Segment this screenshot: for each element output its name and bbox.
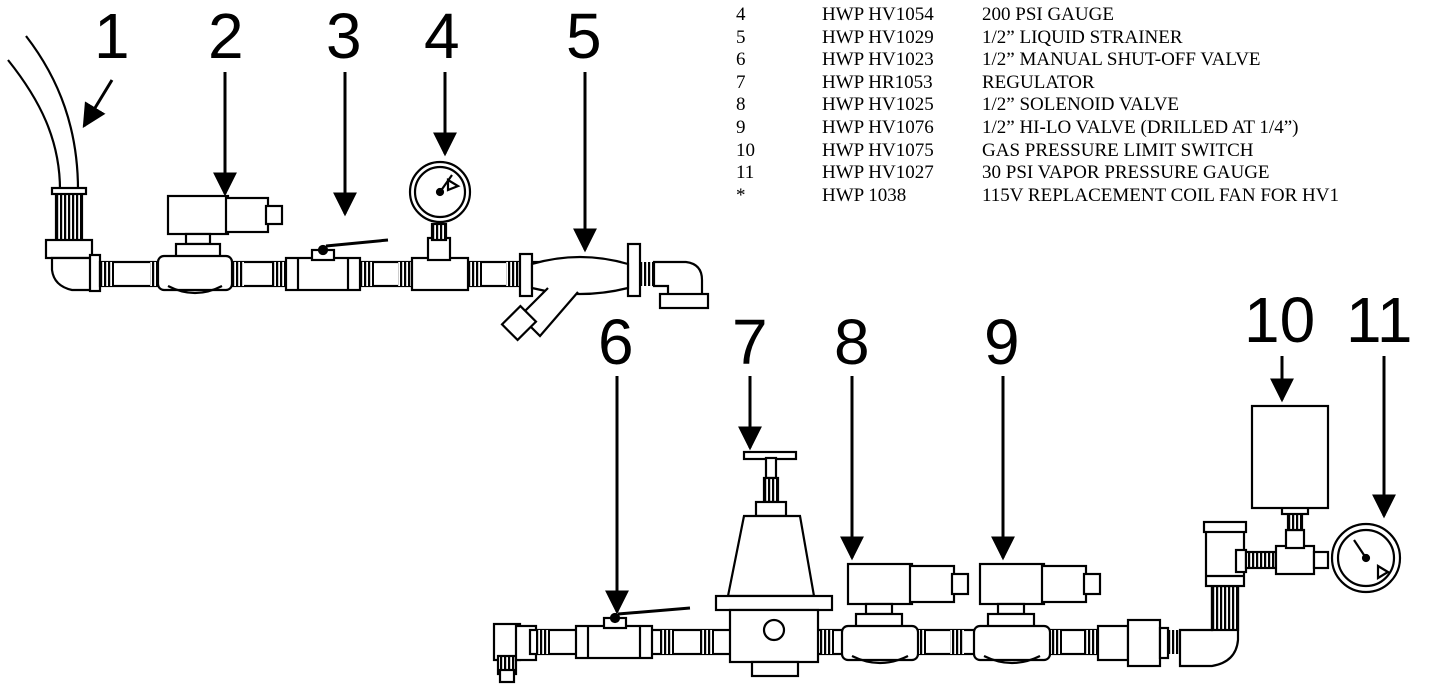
part-number: 10 — [736, 139, 755, 161]
gauge-11 — [1312, 522, 1402, 594]
part-code: HWP HV1029 — [822, 26, 934, 48]
part-number: 5 — [736, 26, 746, 48]
callout-3: 3 — [326, 0, 362, 72]
callout-2: 2 — [208, 0, 244, 72]
hose — [7, 35, 88, 244]
gauge-top — [408, 160, 472, 292]
part-description: 1/2” MANUAL SHUT-OFF VALVE — [982, 49, 1261, 71]
ball-valve-bottom — [574, 606, 691, 660]
part-number: 8 — [736, 94, 746, 116]
part-code: HWP HV1054 — [822, 4, 934, 25]
parts-row: 7 HWP HR1053 REGULATOR — [736, 72, 1339, 95]
part-number: 4 — [736, 4, 746, 25]
part-description: 115V REPLACEMENT COIL FAN FOR HV1 — [982, 184, 1339, 206]
callout-10: 10 — [1244, 284, 1316, 356]
callout-7: 7 — [732, 306, 768, 378]
part-description: 200 PSI GAUGE — [982, 4, 1114, 25]
part-code: HWP HV1027 — [822, 162, 934, 184]
parts-list: 4 HWP HV1054 200 PSI GAUGE 5 HWP HV1029 1/2” … — [736, 4, 1339, 207]
callout-11: 11 — [1346, 284, 1413, 356]
callout-8: 8 — [834, 306, 870, 378]
part-code: HWP HR1053 — [822, 71, 933, 93]
part-description: 1/2” LIQUID STRAINER — [982, 26, 1183, 48]
union-fitting — [1096, 618, 1170, 668]
callout-6: 6 — [598, 306, 634, 378]
part-description: 1/2” HI-LO VALVE (DRILLED AT 1/4”) — [982, 116, 1299, 138]
part-code: HWP HV1023 — [822, 49, 934, 71]
part-number: 6 — [736, 49, 746, 71]
part-number: 9 — [736, 116, 746, 138]
parts-row: 9 HWP HV1076 1/2” HI-LO VALVE (DRILLED AT … — [736, 117, 1339, 140]
parts-row: 6 HWP HV1023 1/2” MANUAL SHUT-OFF VALVE — [736, 49, 1339, 72]
elbow-fitting — [44, 238, 102, 293]
solenoid-valve-top — [156, 194, 284, 295]
part-code: HWP HV1076 — [822, 116, 934, 138]
part-description: REGULATOR — [982, 71, 1095, 93]
callout-9: 9 — [984, 306, 1020, 378]
part-description: 30 PSI VAPOR PRESSURE GAUGE — [982, 162, 1270, 184]
limit-switch-10 — [1234, 404, 1330, 576]
ball-valve-top — [284, 238, 389, 292]
parts-row: 10 HWP HV1075 GAS PRESSURE LIMIT SWITCH — [736, 140, 1339, 163]
part-code: HWP 1038 — [822, 184, 907, 206]
part-code: HWP HV1025 — [822, 94, 934, 116]
part-number: 11 — [736, 162, 755, 184]
callout-5: 5 — [566, 0, 602, 72]
part-code: HWP HV1075 — [822, 139, 934, 161]
hi-lo-valve-9 — [972, 562, 1102, 665]
parts-row: 11 HWP HV1027 30 PSI VAPOR PRESSURE GAUGE — [736, 162, 1339, 185]
parts-row: 5 HWP HV1029 1/2” LIQUID STRAINER — [736, 27, 1339, 50]
part-description: 1/2” SOLENOID VALVE — [982, 94, 1180, 116]
parts-row: 4 HWP HV1054 200 PSI GAUGE — [736, 4, 1339, 27]
callout-4: 4 — [424, 0, 460, 72]
part-number: * — [736, 184, 746, 206]
part-description: GAS PRESSURE LIMIT SWITCH — [982, 139, 1254, 161]
parts-row: * HWP 1038 115V REPLACEMENT COIL FAN FOR H… — [736, 185, 1339, 208]
outlet-elbow — [652, 260, 710, 310]
parts-row: 8 HWP HV1025 1/2” SOLENOID VALVE — [736, 94, 1339, 117]
solenoid-valve-8 — [840, 562, 970, 665]
y-strainer — [500, 242, 642, 342]
riser-elbow — [1178, 520, 1248, 668]
regulator — [714, 450, 834, 678]
callout-1: 1 — [94, 0, 130, 72]
part-number: 7 — [736, 71, 746, 93]
